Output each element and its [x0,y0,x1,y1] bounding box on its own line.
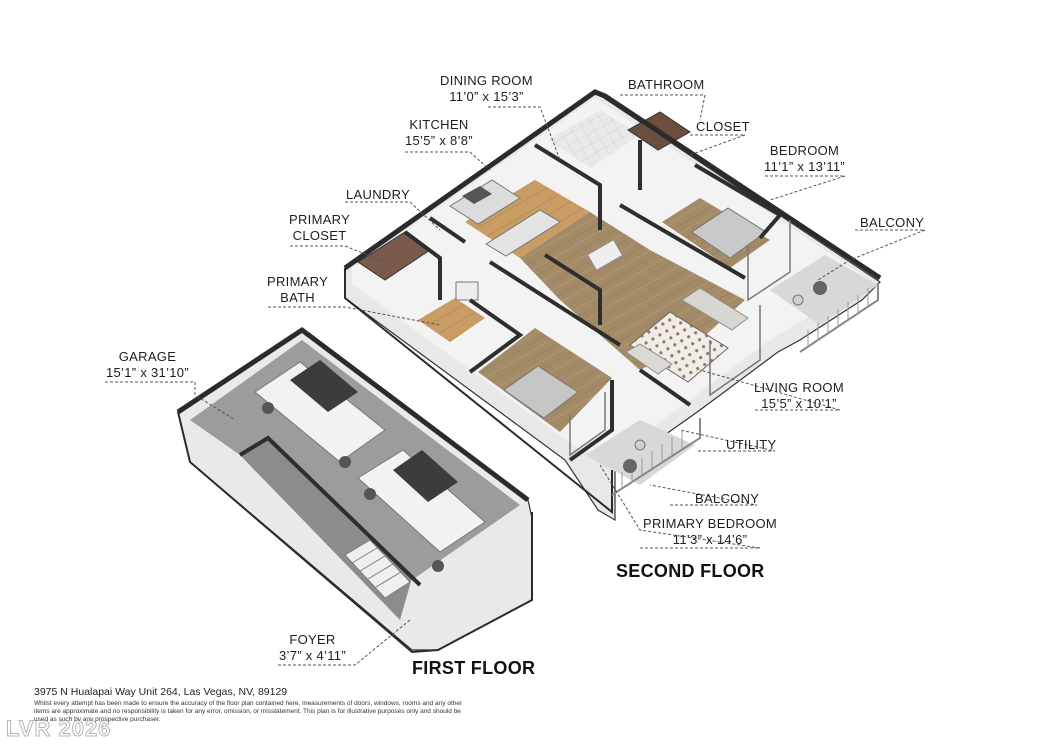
living-room-sofa [681,287,749,331]
second-floor-exterior-wall-top [343,89,882,281]
primary-bedroom-bed [503,365,579,419]
living-room-chair [625,343,673,375]
first-floor-title: FIRST FLOOR [412,658,536,678]
primary-bedroom-label: PRIMARY BEDROOM 11’3” x 14’6” [643,516,777,548]
foyer-size: 3’7” x 4’11” [279,648,346,663]
foyer-name: FOYER [289,632,336,647]
closet-name: CLOSET [696,119,750,134]
living-room-rug [629,311,729,383]
dining-room-size: 11’0” x 15’3” [449,89,524,104]
first-floor-divider-wall [238,435,422,587]
balcony-right-balusters [807,288,869,348]
bathroom-floor [548,110,640,168]
balcony-right-label: BALCONY [860,215,924,231]
balcony-lower-floor [585,420,695,485]
primary-bath-label: PRIMARY BATH [267,274,328,306]
primary-closet-label: PRIMARY CLOSET [289,212,350,244]
living-room-label: LIVING ROOM 15’5” x 10’1” [754,380,844,412]
kitchen-island [485,209,561,257]
dining-room-name: DINING ROOM [440,73,533,88]
property-address: 3975 N Hualapai Way Unit 264, Las Vegas,… [34,686,288,698]
second-floor-exterior-wall-left [344,268,613,515]
bathroom-label: BATHROOM [628,77,705,93]
closet-label: CLOSET [696,119,750,135]
laundry-machine [455,281,479,301]
balcony-lower-railing [611,418,701,496]
living-room-size: 15’5” x 10’1” [761,396,837,411]
bedroom-label: BEDROOM 11’1” x 13’11” [764,143,845,175]
dining-room-label: DINING ROOM 11’0” x 15’3” [440,73,533,105]
garage-label: GARAGE 15’1” x 31’10” [106,349,189,381]
bedroom-size: 11’1” x 13’11” [764,159,846,174]
garage-car-2 [357,449,486,572]
utility-label: UTILITY [726,437,777,453]
laundry-name: LAUNDRY [346,187,410,202]
garage-car-1 [254,360,386,468]
first-floor-plan [176,326,533,654]
label-leader-lines [105,94,926,666]
primary-closet-name-line2: CLOSET [292,228,347,243]
primary-bath-name-line1: PRIMARY [267,274,329,289]
balcony-lower-name: BALCONY [695,491,760,506]
second-floor-plan [343,89,882,522]
balcony-right-chair [792,294,804,306]
foyer-stairs [344,539,411,599]
primary-closet-name-line1: PRIMARY [289,212,351,227]
foyer-label: FOYER 3’7” x 4’11” [279,632,346,664]
primary-bedroom-size: 11’3” x 14’6” [672,532,748,547]
watermark-logo: LVR 2026 [5,716,112,742]
balcony-lower-chair [634,439,646,451]
second-floor-title: SECOND FLOOR [616,561,765,581]
second-floor-interior-walls [403,140,784,462]
balcony-right-name: BALCONY [860,215,925,230]
balcony-right-railing [799,285,879,353]
living-room-name: LIVING ROOM [754,380,844,395]
primary-bath-floor [418,298,485,342]
garage-size: 15’1” x 31’10” [106,365,189,380]
balcony-lower-label: BALCONY [695,491,759,507]
kitchen-label: KITCHEN 15’5” x 8’8” [405,117,473,149]
second-floor-glass-doors [569,220,791,457]
balcony-right-table [813,281,827,295]
balcony-lower-table [623,459,637,473]
kitchen-name: KITCHEN [409,117,469,132]
primary-bath-name-line2: BATH [280,290,315,305]
primary-bedroom-name: PRIMARY BEDROOM [643,516,778,531]
first-floor-exterior-wall-bottom [177,411,533,654]
disclaimer-text: Whilst every attempt has been made to en… [34,700,463,723]
bedroom-name: BEDROOM [769,143,840,158]
first-floor-exterior-wall-top [176,326,530,502]
garage-name: GARAGE [118,349,177,364]
bathroom-name: BATHROOM [628,77,705,92]
laundry-label: LAUNDRY [346,187,410,203]
dining-table [586,239,624,271]
kitchen-size: 15’5” x 8’8” [405,133,473,148]
utility-name: UTILITY [726,437,777,452]
kitchen-stove [462,186,492,204]
